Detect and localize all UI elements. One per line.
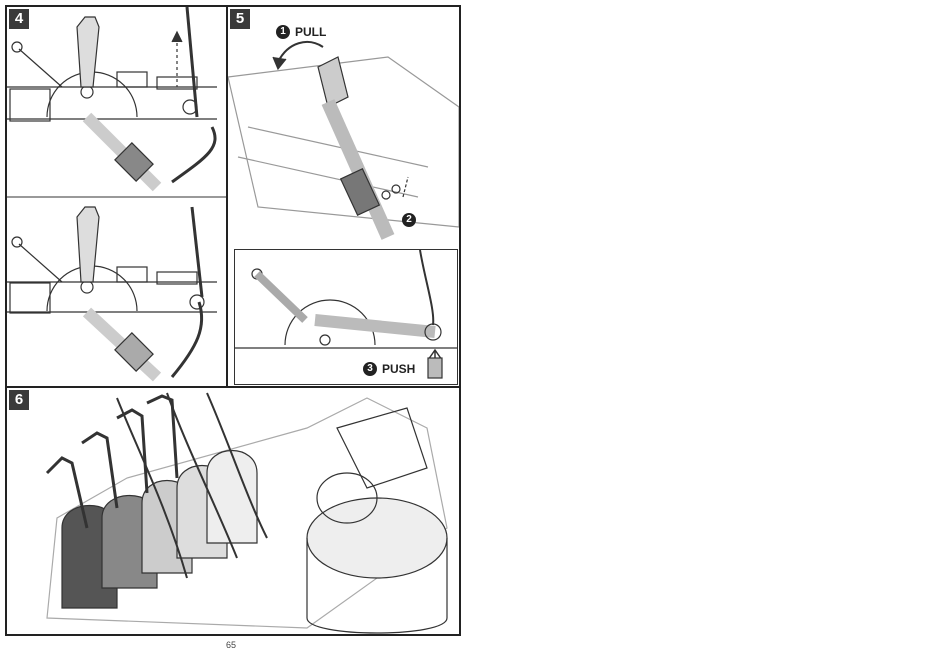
step-6-panel: 6 <box>7 388 459 634</box>
callout-1-number: 1 <box>276 25 290 39</box>
callout-3-label: PUSH <box>382 362 415 376</box>
step-5-panel: 5 1 PULL 2 <box>228 7 459 388</box>
callout-pull: 1 PULL <box>276 25 326 39</box>
callout-3-number: 3 <box>363 362 377 376</box>
step-5-illustration-remove <box>228 7 459 247</box>
instruction-page-frame: 4 <box>5 5 461 636</box>
step-5-inset: 3 PUSH <box>234 249 458 385</box>
callout-2-number: 2 <box>402 213 416 227</box>
step-4-panel: 4 <box>7 7 228 388</box>
step-5-inset-illustration <box>235 250 457 384</box>
callout-2: 2 <box>402 213 416 227</box>
callout-push: 3 PUSH <box>363 362 415 376</box>
step-6-illustration <box>7 388 459 634</box>
step-4-illustration-after <box>7 7 228 388</box>
callout-1-label: PULL <box>295 25 326 39</box>
page-number: 65 <box>226 640 236 650</box>
